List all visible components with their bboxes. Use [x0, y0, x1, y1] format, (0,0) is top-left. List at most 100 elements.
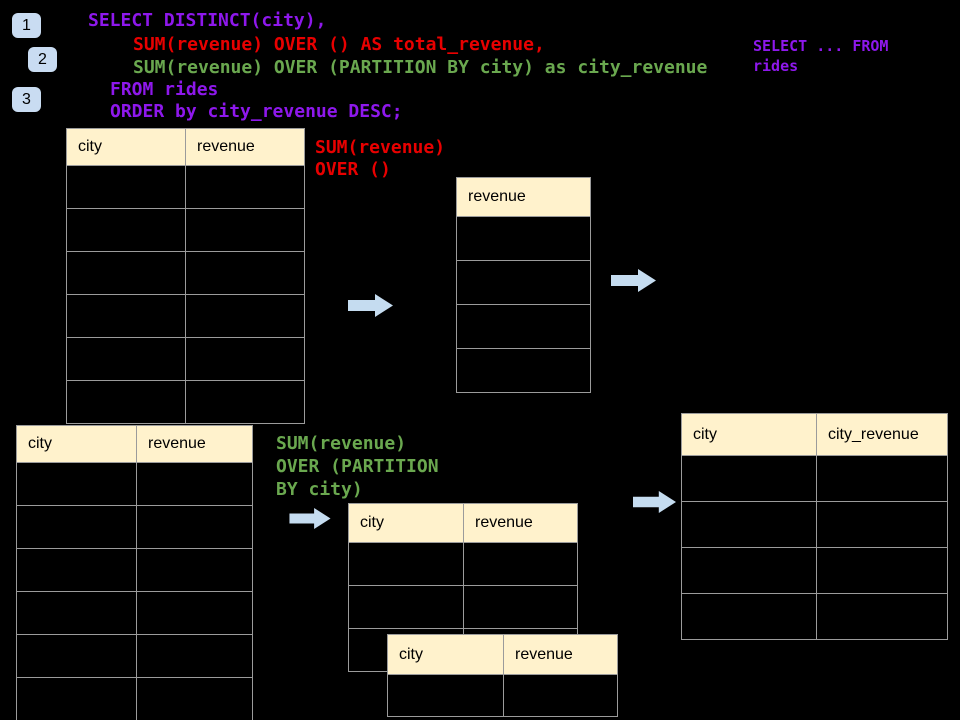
- table-cell-empty: [463, 585, 578, 629]
- table-cell-empty: [816, 593, 948, 640]
- table-cell-empty: [185, 208, 305, 252]
- table-row: [456, 216, 591, 261]
- column-header-revenue: revenue: [503, 634, 618, 675]
- table-row: [348, 585, 578, 629]
- table-row: [681, 501, 948, 548]
- note-rides: rides: [753, 57, 799, 75]
- table-cell-empty: [681, 501, 817, 548]
- table-cell-empty: [66, 208, 186, 252]
- table-row: [456, 304, 591, 349]
- table-row: [456, 260, 591, 305]
- table-row: [16, 548, 253, 592]
- table-row: [348, 542, 578, 586]
- table-cell-empty: [16, 634, 137, 678]
- table-cell-empty: [66, 337, 186, 381]
- label-total-line1: SUM(revenue): [315, 137, 446, 158]
- table-row: [387, 674, 618, 717]
- table-cell-empty: [136, 677, 253, 720]
- column-header-revenue: revenue: [463, 503, 578, 543]
- table-cell-empty: [816, 547, 948, 594]
- arrow-right-icon: [633, 491, 676, 513]
- table-cell-empty: [185, 337, 305, 381]
- column-header-revenue: revenue: [136, 425, 253, 463]
- arrow-right-icon: [289, 508, 331, 529]
- sql-line-city-revenue: SUM(revenue) OVER (PARTITION BY city) as…: [133, 57, 708, 78]
- table-header-row: city revenue: [16, 425, 253, 463]
- table-cell-empty: [136, 548, 253, 592]
- table-cell-empty: [456, 260, 591, 305]
- note-select-from: SELECT ... FROM: [753, 37, 889, 55]
- column-header-city-revenue: city_revenue: [816, 413, 948, 456]
- sql-line-from: FROM rides: [110, 79, 219, 100]
- table-row: [66, 208, 305, 252]
- table-cell-empty: [185, 294, 305, 338]
- table-cell-empty: [136, 591, 253, 635]
- table-result: city city_revenue: [681, 413, 948, 640]
- arrow-right-icon: [348, 294, 393, 317]
- table-cell-empty: [348, 585, 464, 629]
- table-partition-front: city revenue: [387, 634, 618, 717]
- table-cell-empty: [463, 542, 578, 586]
- table-cell-empty: [66, 251, 186, 295]
- table-cell-empty: [16, 591, 137, 635]
- table-row: [16, 505, 253, 549]
- label-partition-line2: OVER (PARTITION: [276, 456, 439, 477]
- table-cell-empty: [681, 455, 817, 502]
- table-header-row: city revenue: [66, 128, 305, 166]
- table-header-row: city city_revenue: [681, 413, 948, 456]
- table-source-top: city revenue: [66, 128, 305, 424]
- table-cell-empty: [16, 548, 137, 592]
- table-cell-empty: [816, 455, 948, 502]
- step-badge-3: 3: [12, 87, 41, 112]
- column-header-revenue: revenue: [185, 128, 305, 166]
- table-header-row: city revenue: [387, 634, 618, 675]
- table-row: [16, 634, 253, 678]
- table-row: [681, 593, 948, 640]
- table-row: [66, 380, 305, 424]
- table-cell-empty: [681, 547, 817, 594]
- table-cell-empty: [456, 304, 591, 349]
- table-cell-empty: [456, 348, 591, 393]
- column-header-city: city: [681, 413, 817, 456]
- step-badge-2: 2: [28, 47, 57, 72]
- table-row: [66, 337, 305, 381]
- sql-line-total-revenue: SUM(revenue) OVER () AS total_revenue,: [133, 34, 545, 55]
- table-cell-empty: [681, 593, 817, 640]
- table-cell-empty: [185, 165, 305, 209]
- table-header-row: city revenue: [348, 503, 578, 543]
- sql-line-select: SELECT DISTINCT(city),: [88, 10, 327, 31]
- table-cell-empty: [16, 677, 137, 720]
- table-row: [66, 251, 305, 295]
- table-row: [681, 547, 948, 594]
- table-row: [66, 294, 305, 338]
- table-row: [16, 677, 253, 720]
- table-header-row: revenue: [456, 177, 591, 217]
- table-row: [16, 462, 253, 506]
- table-row: [16, 591, 253, 635]
- label-partition-line3: BY city): [276, 479, 363, 500]
- label-partition-line1: SUM(revenue): [276, 433, 407, 454]
- table-source-bottom: city revenue: [16, 425, 253, 720]
- table-cell-empty: [136, 462, 253, 506]
- column-header-city: city: [16, 425, 137, 463]
- table-cell-empty: [816, 501, 948, 548]
- table-cell-empty: [136, 634, 253, 678]
- label-total-line2: OVER (): [315, 159, 391, 180]
- column-header-revenue: revenue: [456, 177, 591, 217]
- table-cell-empty: [16, 462, 137, 506]
- column-header-city: city: [387, 634, 504, 675]
- column-header-city: city: [348, 503, 464, 543]
- table-cell-empty: [66, 380, 186, 424]
- table-total-revenue: revenue: [456, 177, 591, 393]
- table-cell-empty: [136, 505, 253, 549]
- sql-line-order-by: ORDER by city_revenue DESC;: [110, 101, 403, 122]
- table-row: [66, 165, 305, 209]
- table-cell-empty: [348, 542, 464, 586]
- table-cell-empty: [387, 674, 504, 717]
- table-cell-empty: [16, 505, 137, 549]
- table-cell-empty: [456, 216, 591, 261]
- table-cell-empty: [185, 251, 305, 295]
- table-row: [456, 348, 591, 393]
- table-row: [681, 455, 948, 502]
